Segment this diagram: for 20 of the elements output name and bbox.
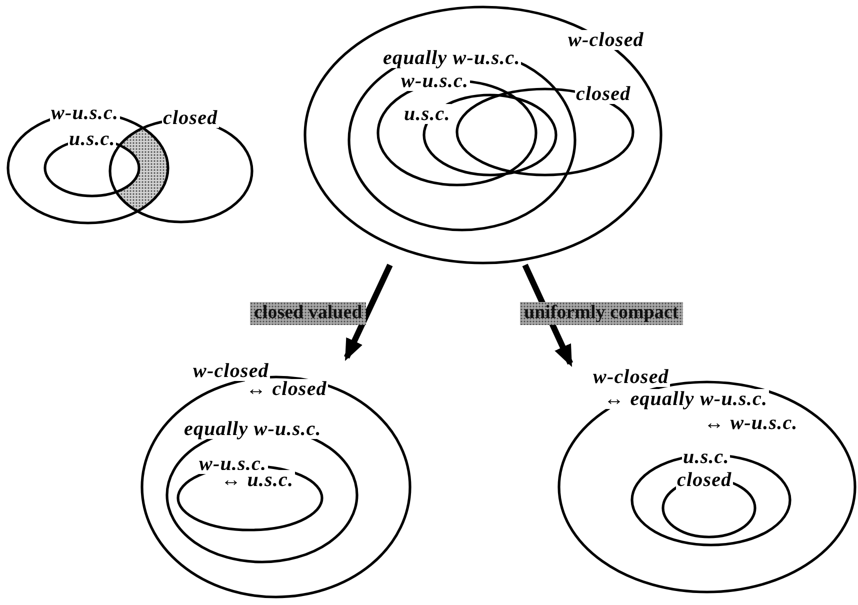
edge-label: closed valued [250, 302, 366, 325]
set-label: u.s.c. [403, 104, 452, 124]
set-ellipse [661, 470, 757, 539]
set-ellipse [140, 361, 412, 599]
set-label: equally w-u.s.c. [183, 419, 322, 439]
set-label: closed [676, 470, 733, 490]
set-label: closed [162, 108, 219, 128]
set-label: w-closed [592, 367, 670, 387]
set-label: w-closed [192, 361, 270, 381]
set-label: w-closed [567, 30, 645, 50]
set-label: closed [575, 84, 632, 104]
set-ellipse [403, 93, 558, 177]
set-ellipse [557, 367, 857, 594]
arrow [344, 264, 393, 361]
set-ellipse [303, 5, 663, 265]
set-ellipse [165, 419, 359, 564]
set-label: equally w-u.s.c. [382, 48, 522, 68]
set-ellipse [347, 48, 577, 232]
edge-label: uniformly compact [520, 302, 683, 325]
set-label: ↔ equally w-u.s.c. [603, 389, 769, 409]
